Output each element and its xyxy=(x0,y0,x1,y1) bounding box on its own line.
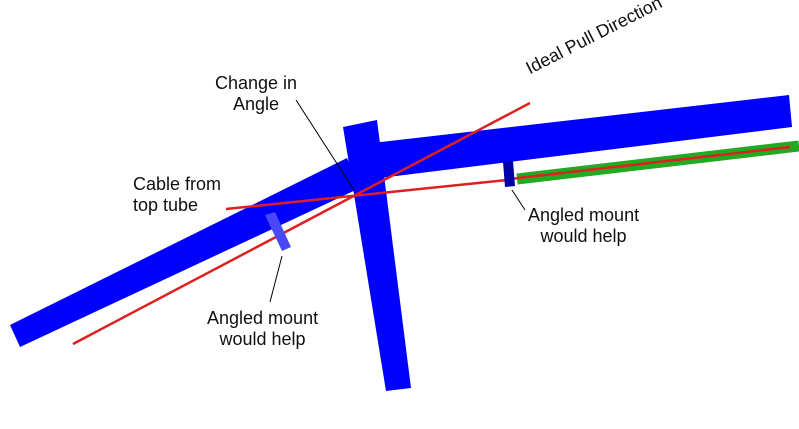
right-mount-label: Angled mount would help xyxy=(528,205,639,247)
leader-right-mount xyxy=(511,189,526,211)
label-line: Cable from xyxy=(133,174,222,194)
right-mount xyxy=(503,161,515,187)
label-line: would help xyxy=(540,226,627,246)
label-line: Angled mount xyxy=(207,308,319,328)
left-mount-label: Angled mount would help xyxy=(207,308,318,350)
leader-change-angle xyxy=(295,99,355,191)
left-mount xyxy=(265,212,291,251)
label-line: Angled mount xyxy=(528,205,640,225)
ideal-pull-line xyxy=(72,101,531,346)
label-line: Angle xyxy=(233,94,280,114)
leader-left-mount xyxy=(269,255,283,303)
right-tube xyxy=(372,95,792,179)
cable-label: Cable from top tube xyxy=(133,174,221,216)
label-line: would help xyxy=(219,329,306,349)
label-line: top tube xyxy=(133,195,199,215)
vertical-tube xyxy=(343,120,411,391)
label-line: Change in xyxy=(215,73,298,93)
change-in-angle-label: Change in Angle xyxy=(215,73,297,115)
